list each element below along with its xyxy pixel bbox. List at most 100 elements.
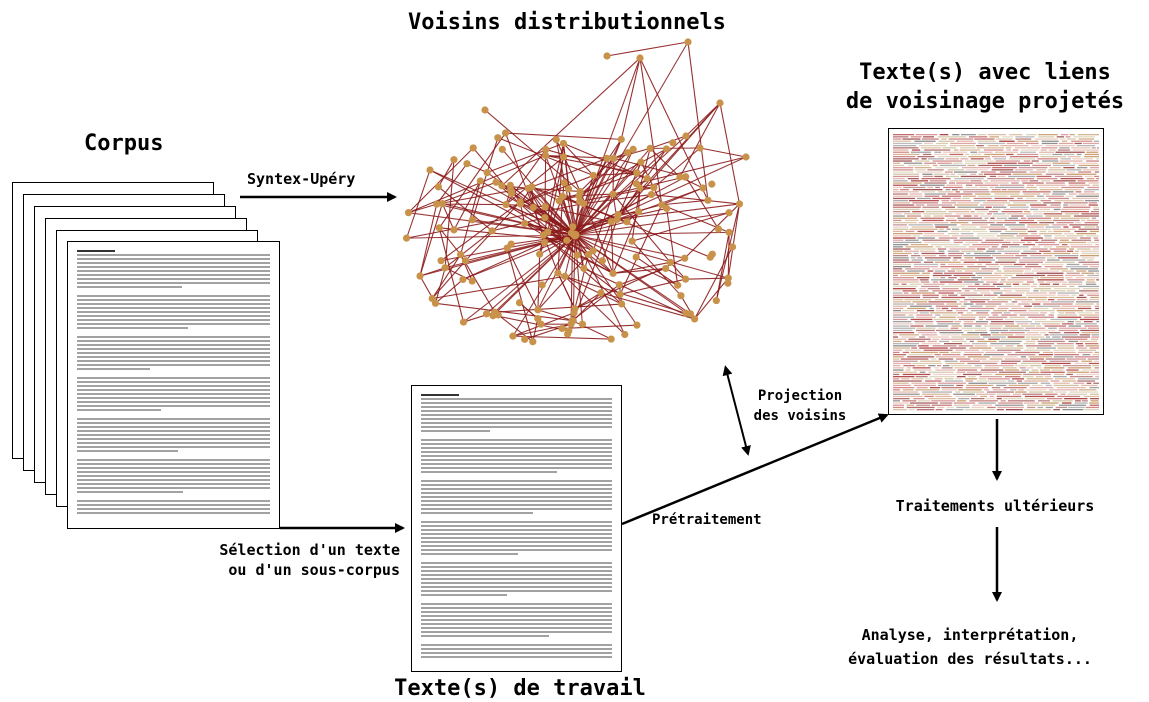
network-node	[650, 184, 658, 192]
annotated-text-segment	[1093, 237, 1098, 239]
network-node	[643, 174, 651, 182]
annotated-text-segment	[1033, 288, 1052, 290]
annotated-text-segment	[902, 290, 918, 292]
network-edge	[437, 159, 455, 188]
annotated-text-segment	[1027, 310, 1055, 312]
annotated-text-segment	[1014, 147, 1041, 149]
annotated-text-segment	[927, 336, 950, 338]
annotated-text-segment	[947, 270, 956, 272]
annotated-text-segment	[944, 215, 961, 217]
annotated-text-segment	[955, 391, 961, 393]
network-node	[463, 160, 471, 168]
annotated-text-segment	[1031, 384, 1043, 387]
annotated-text-segment	[1054, 378, 1075, 380]
doc-text-line	[77, 258, 270, 260]
annotated-text-segment	[922, 136, 935, 138]
annotated-text-segment	[989, 323, 1015, 325]
annotated-text-segment	[1011, 182, 1019, 184]
annotated-text-segment	[976, 235, 995, 237]
network-node	[684, 38, 692, 46]
annotated-text-segment	[930, 358, 937, 360]
annotated-text-segment	[1091, 334, 1099, 336]
annotated-text-segment	[963, 325, 973, 327]
annotated-text-segment	[893, 398, 910, 400]
annotated-text-segment	[1081, 213, 1099, 215]
doc-text-line	[421, 439, 612, 441]
annotated-text-segment	[948, 211, 970, 213]
annotated-text-segment	[995, 138, 1013, 140]
annotated-text-segment	[893, 285, 918, 288]
doc-text-line	[77, 434, 270, 436]
annotated-text-segment	[1058, 149, 1071, 151]
annotated-text-segment	[1081, 252, 1099, 255]
annotated-text-segment	[947, 233, 960, 235]
annotated-text-segment	[937, 156, 967, 158]
doc-text-line	[421, 562, 612, 564]
annotated-text-segment	[1038, 400, 1050, 402]
annotated-text-segment	[986, 318, 1003, 321]
annotated-text-segment	[953, 393, 975, 395]
annotated-text-segment	[922, 294, 939, 296]
annotated-text-segment	[1024, 395, 1055, 398]
annotated-text-segment	[915, 376, 928, 378]
network-node	[616, 290, 624, 298]
annotated-text-segment	[1033, 268, 1048, 270]
network-edge	[606, 41, 689, 57]
annotated-text-segment	[1041, 140, 1059, 142]
network-node	[623, 218, 631, 226]
annotated-text-segment	[992, 215, 1010, 217]
annotated-text-segment	[987, 406, 996, 409]
annotated-text-segment	[985, 351, 1012, 354]
annotated-text-segment	[1057, 395, 1080, 398]
annotated-text-segment	[1030, 255, 1053, 257]
doc-text-line	[421, 463, 612, 465]
doc-text-line	[421, 471, 558, 473]
annotated-text-segment	[893, 365, 901, 367]
annotated-text-segment	[893, 158, 919, 160]
annotated-text-segment	[916, 171, 943, 173]
network-edge	[471, 137, 499, 220]
annotated-text-segment	[1040, 312, 1047, 314]
annotated-text-segment	[990, 191, 1021, 193]
annotated-text-segment	[1052, 307, 1076, 310]
annotated-text-segment	[1004, 219, 1035, 222]
annotated-text-segment	[992, 208, 1001, 211]
annotated-text-segment	[904, 299, 932, 301]
annotated-text-segment	[974, 252, 1002, 255]
annotated-text-segment	[914, 167, 932, 169]
annotated-text-segment	[1007, 204, 1027, 206]
annotated-text-segment	[1002, 327, 1024, 329]
annotated-text-segment	[943, 272, 973, 274]
annotated-text-segment	[893, 219, 902, 222]
annotated-text-segment	[919, 347, 948, 349]
annotated-text-segment	[951, 307, 966, 310]
network-edge	[444, 230, 493, 269]
annotated-text-segment	[1052, 153, 1063, 156]
annotated-text-segment	[1029, 387, 1054, 389]
annotated-text-segment	[958, 398, 970, 400]
annotated-text-segment	[935, 167, 959, 169]
annotated-text-segment	[1050, 380, 1060, 382]
annotated-text-segment	[921, 334, 938, 336]
annotated-text-segment	[989, 175, 997, 178]
annotated-text-segment	[1068, 182, 1086, 184]
network-node	[662, 145, 670, 153]
annotated-text-segment	[967, 266, 987, 268]
network-node	[529, 203, 537, 211]
annotated-text-segment	[968, 382, 988, 384]
annotated-text-segment	[903, 292, 909, 294]
annotated-text-segment	[1089, 387, 1099, 389]
annotated-text-segment	[893, 257, 909, 259]
annotated-text-segment	[1082, 169, 1099, 171]
network-edge	[612, 193, 671, 263]
annotated-text-segment	[893, 204, 915, 206]
annotated-text-segment	[1032, 246, 1041, 248]
annotated-text-segment	[924, 149, 951, 151]
annotated-text-segment	[1039, 283, 1050, 285]
annotated-text-segment	[1085, 235, 1099, 237]
annotated-text-segment	[1073, 382, 1085, 384]
annotated-text-segment	[1034, 277, 1039, 279]
annotated-text-segment	[952, 228, 960, 230]
annotated-text-segment	[893, 391, 919, 393]
annotated-text-segment	[994, 197, 1014, 200]
